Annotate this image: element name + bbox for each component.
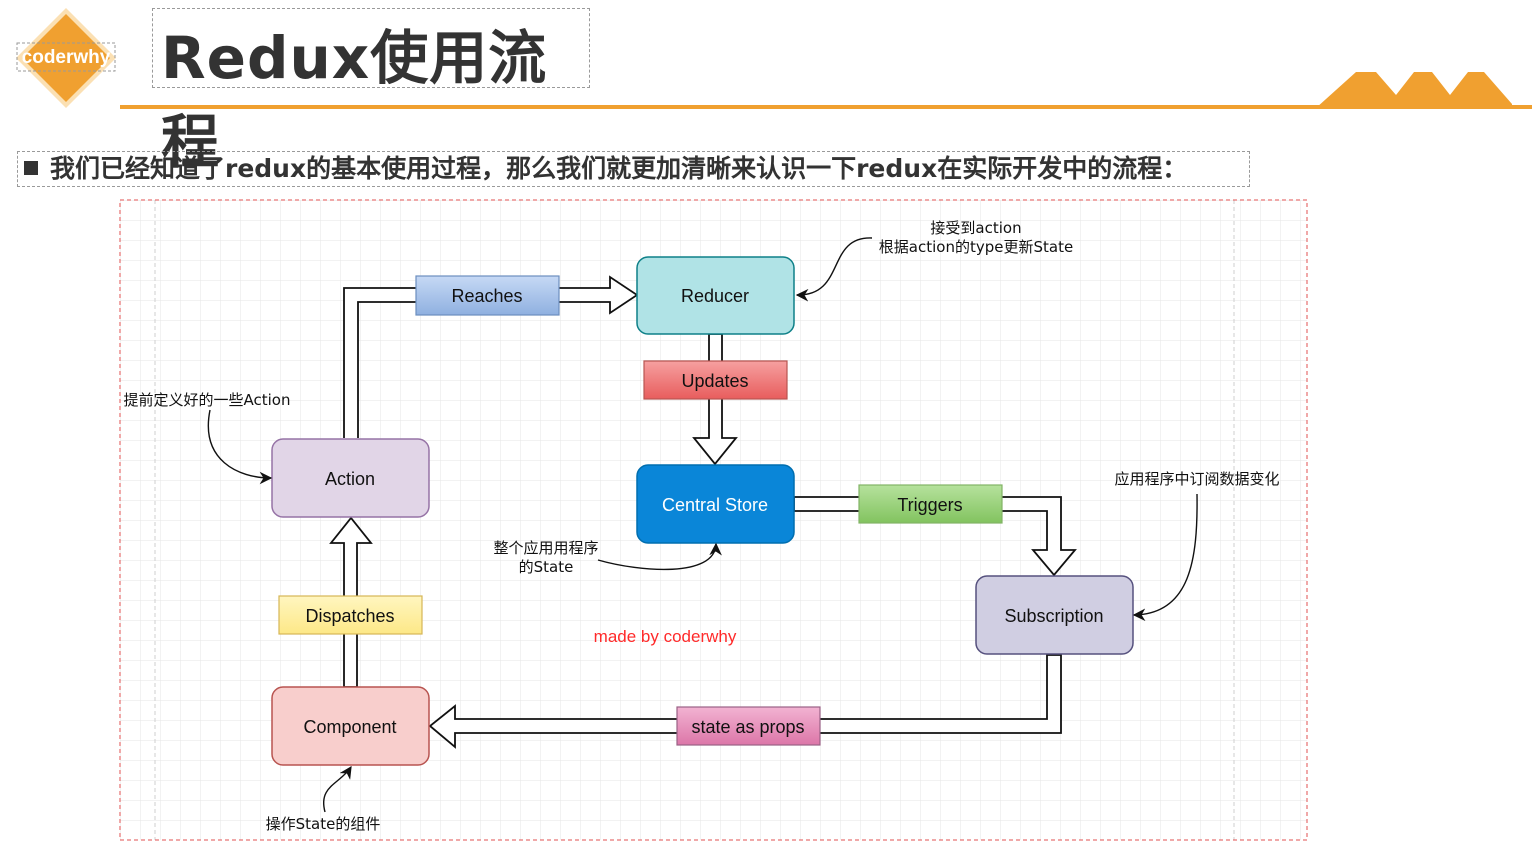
page-title: Redux使用流程: [161, 24, 548, 176]
made-by-watermark: made by coderwhy: [594, 627, 737, 646]
logo-text: coderwhy: [22, 47, 111, 68]
subscription-text: Subscription: [1004, 606, 1103, 626]
title-box: Redux使用流程: [152, 8, 590, 176]
subscription-node: Subscription: [975, 575, 1134, 655]
triggers-label: Triggers: [858, 484, 1003, 524]
subtitle: 我们已经知道了redux的基本使用过程，那么我们就更加清晰来认识一下redux在…: [17, 151, 1250, 187]
store-note-connector: [597, 542, 722, 571]
reducer-note-line-2: 根据action的type更新State: [879, 238, 1073, 256]
component-node: Component: [271, 686, 430, 766]
central-store-node: Central Store: [636, 464, 795, 544]
store-note-line-2: 的State: [519, 558, 574, 576]
central-store-text: Central Store: [662, 495, 768, 515]
dispatches-text: Dispatches: [305, 606, 394, 626]
reducer-node: Reducer: [636, 256, 795, 335]
component-note-connector: [322, 765, 352, 813]
reducer-text: Reducer: [681, 286, 749, 306]
reaches-label: Reaches: [415, 275, 560, 316]
action-note: 提前定义好的一些Action: [124, 391, 291, 409]
state-as-props-label: state as props: [676, 706, 821, 746]
coderwhy-logo: coderwhy: [16, 8, 116, 108]
triggers-text: Triggers: [897, 495, 962, 515]
subscription-note-connector: [1132, 493, 1198, 622]
action-node: Action: [271, 438, 430, 518]
reducer-note-line-1: 接受到action: [930, 219, 1021, 237]
store-note-line-1: 整个应用用程序: [493, 539, 598, 557]
action-note-connector: [207, 409, 273, 485]
dispatches-label: Dispatches: [278, 595, 423, 635]
updates-text: Updates: [681, 371, 748, 391]
reaches-text: Reaches: [451, 286, 522, 306]
reducer-note-connector: [795, 237, 873, 302]
updates-label: Updates: [643, 360, 788, 400]
component-text: Component: [303, 717, 396, 737]
bullet-square-icon: [24, 161, 38, 175]
action-text: Action: [325, 469, 375, 489]
component-note: 操作State的组件: [266, 815, 381, 833]
subscription-note: 应用程序中订阅数据变化: [1114, 470, 1279, 488]
state-as-props-text: state as props: [691, 717, 804, 737]
header-decoration: [120, 72, 1532, 109]
subtitle-text: 我们已经知道了redux的基本使用过程，那么我们就更加清晰来认识一下redux在…: [50, 154, 1188, 183]
